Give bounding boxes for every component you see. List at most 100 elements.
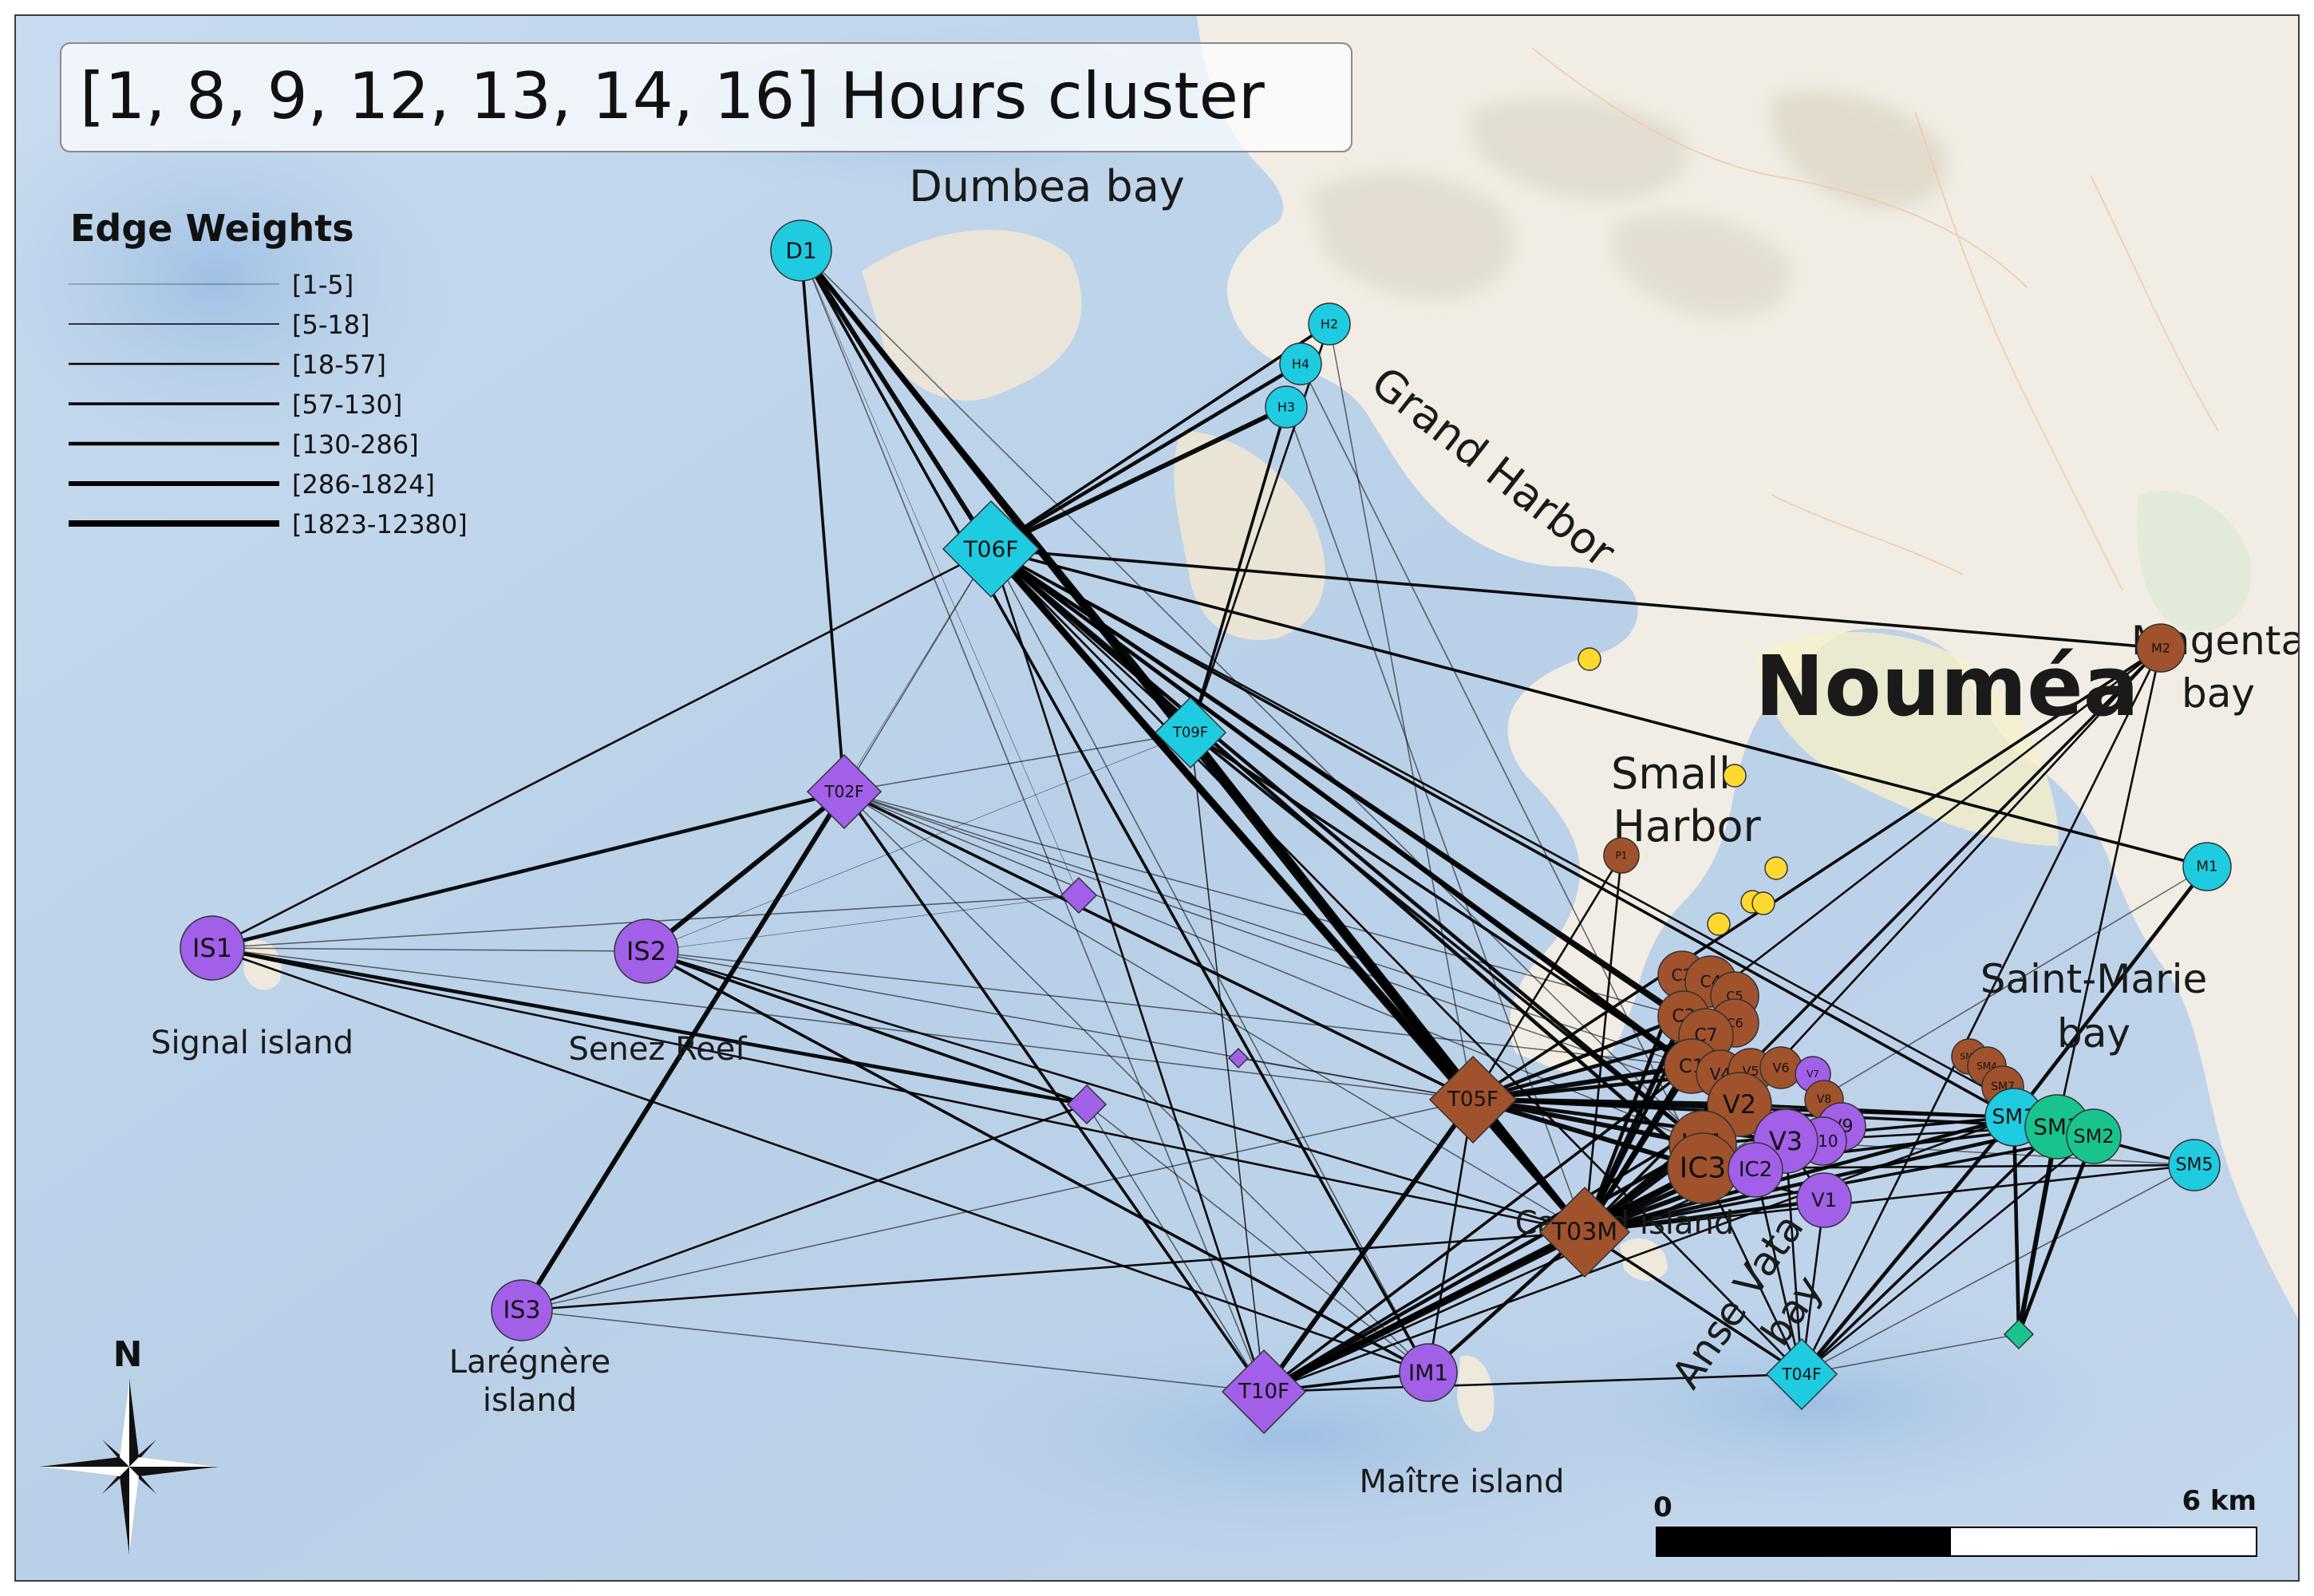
node-t02f[interactable]: T02F bbox=[806, 753, 883, 830]
node-label: V2 bbox=[1723, 1089, 1756, 1120]
node-m1[interactable]: M1 bbox=[2182, 842, 2232, 891]
node-label: V1 bbox=[1811, 1189, 1837, 1211]
node-circle bbox=[770, 219, 832, 282]
node-t06f[interactable]: T06F bbox=[942, 500, 1041, 598]
saint-marie-bay-label-1: Saint-Marie bbox=[1980, 956, 2208, 1002]
node-tsm1[interactable] bbox=[1060, 876, 1098, 915]
legend-label: [1823-12380] bbox=[292, 509, 468, 539]
node-sm2[interactable]: SM2 bbox=[2066, 1108, 2122, 1164]
node-circle bbox=[1265, 385, 1308, 429]
node-m2[interactable]: M2 bbox=[2136, 623, 2186, 673]
network-edge bbox=[1472, 1097, 1704, 1147]
node-ic2[interactable]: IC2 bbox=[1728, 1142, 1783, 1198]
network-edge bbox=[1238, 1057, 1474, 1100]
map-frame: Dumbea bay Grand Harbor Nouméa Magenta b… bbox=[14, 14, 2300, 1582]
laregnere-island-label-2: island bbox=[483, 1382, 577, 1419]
node-t09f[interactable]: T09F bbox=[1154, 696, 1227, 769]
node-label: H3 bbox=[1277, 400, 1295, 415]
node-p1[interactable]: P1 bbox=[1603, 837, 1640, 874]
network-edge bbox=[1086, 1104, 1429, 1373]
scale-bar: 0 6 km bbox=[1653, 1485, 2257, 1557]
node-y5[interactable] bbox=[1751, 891, 1775, 915]
node-v6[interactable]: V6 bbox=[1759, 1046, 1803, 1089]
node-is3[interactable]: IS3 bbox=[491, 1279, 553, 1341]
node-tsm2[interactable] bbox=[1227, 1047, 1250, 1069]
node-label: IS3 bbox=[503, 1297, 541, 1325]
node-diamond bbox=[1765, 1337, 1838, 1411]
node-h2[interactable]: H2 bbox=[1308, 302, 1351, 346]
node-y6[interactable] bbox=[1707, 912, 1731, 936]
network-edge bbox=[1189, 323, 1331, 733]
small-harbor-label-1: Small bbox=[1611, 749, 1731, 799]
node-t04f[interactable]: T04F bbox=[1765, 1337, 1838, 1411]
node-tgr[interactable] bbox=[2003, 1318, 2035, 1350]
network-edge bbox=[990, 548, 2208, 867]
node-d1[interactable]: D1 bbox=[770, 219, 832, 282]
network-edge bbox=[2012, 865, 2209, 1119]
node-v1[interactable]: V1 bbox=[1796, 1172, 1852, 1228]
network-edge bbox=[843, 790, 1474, 1101]
node-h3[interactable]: H3 bbox=[1265, 385, 1308, 429]
network-edge bbox=[646, 950, 1692, 1067]
reef-shade bbox=[16, 88, 471, 471]
legend-title: Edge Weights bbox=[70, 207, 354, 250]
node-circle bbox=[2182, 842, 2232, 891]
network-edge bbox=[1800, 1116, 2016, 1376]
land-mass bbox=[1197, 16, 2298, 1319]
network-edge bbox=[990, 547, 2015, 1119]
node-label: D1 bbox=[785, 238, 816, 264]
network-edge bbox=[1263, 1103, 1740, 1393]
node-diamond bbox=[2003, 1318, 2035, 1350]
network-edge bbox=[1739, 1103, 2015, 1119]
node-label: IC2 bbox=[1739, 1158, 1772, 1182]
network-edge bbox=[800, 250, 846, 792]
map-canvas[interactable]: Dumbea bay Grand Harbor Nouméa Magenta b… bbox=[16, 16, 2300, 1582]
node-y3[interactable] bbox=[1764, 856, 1788, 880]
urban-area bbox=[1755, 632, 2059, 846]
legend-label: [5-18] bbox=[292, 310, 370, 340]
node-circle bbox=[1279, 342, 1322, 385]
network-edge bbox=[800, 250, 1080, 896]
network-edge bbox=[843, 791, 1692, 1067]
node-sm5[interactable]: SM5 bbox=[2168, 1139, 2221, 1191]
node-circle bbox=[614, 918, 679, 984]
hill-shading bbox=[1309, 90, 1949, 319]
node-label: V6 bbox=[1772, 1061, 1789, 1076]
small-harbor-label-2: Harbor bbox=[1613, 801, 1761, 851]
node-diamond bbox=[1066, 1084, 1108, 1125]
node-diamond bbox=[1221, 1349, 1307, 1435]
node-circle bbox=[1578, 647, 1601, 671]
network-edge bbox=[1471, 855, 1623, 1100]
node-y1[interactable] bbox=[1578, 647, 1601, 671]
node-ic3[interactable]: IC3 bbox=[1667, 1132, 1739, 1204]
network-edge bbox=[1801, 1164, 2195, 1375]
node-circle bbox=[1728, 1142, 1783, 1198]
network-edge bbox=[1263, 1373, 1803, 1393]
noumea-city-label: Nouméa bbox=[1755, 638, 2139, 735]
network-edge bbox=[646, 950, 1585, 1234]
node-diamond bbox=[942, 500, 1041, 598]
node-tsm3[interactable] bbox=[1066, 1084, 1108, 1125]
node-circle bbox=[1764, 856, 1788, 880]
node-label: T02F bbox=[823, 782, 863, 801]
senez-reef-label: Senez Reef bbox=[569, 1031, 748, 1068]
node-t05f[interactable]: T05F bbox=[1428, 1055, 1518, 1144]
node-h4[interactable]: H4 bbox=[1279, 342, 1322, 385]
map-title: [1, 8, 9, 12, 13, 14, 16] Hours cluster bbox=[80, 59, 1265, 133]
node-y2[interactable] bbox=[1723, 764, 1747, 788]
network-edge bbox=[1701, 1167, 1803, 1375]
node-im1[interactable]: IM1 bbox=[1399, 1343, 1458, 1402]
network-edge bbox=[843, 791, 1684, 1017]
compass-star-icon bbox=[40, 1379, 219, 1555]
node-is1[interactable]: IS1 bbox=[180, 915, 245, 981]
node-is2[interactable]: IS2 bbox=[614, 918, 679, 984]
network-edge bbox=[2012, 1116, 2021, 1335]
network-edge bbox=[1584, 1231, 1803, 1376]
network-edge bbox=[800, 250, 1430, 1373]
node-t03m[interactable]: T03M bbox=[1538, 1186, 1631, 1278]
node-t10f[interactable]: T10F bbox=[1221, 1349, 1307, 1435]
magenta-bay-label-2: bay bbox=[2182, 670, 2255, 717]
network-edge bbox=[1262, 1098, 1475, 1393]
network-edge bbox=[990, 322, 1330, 551]
